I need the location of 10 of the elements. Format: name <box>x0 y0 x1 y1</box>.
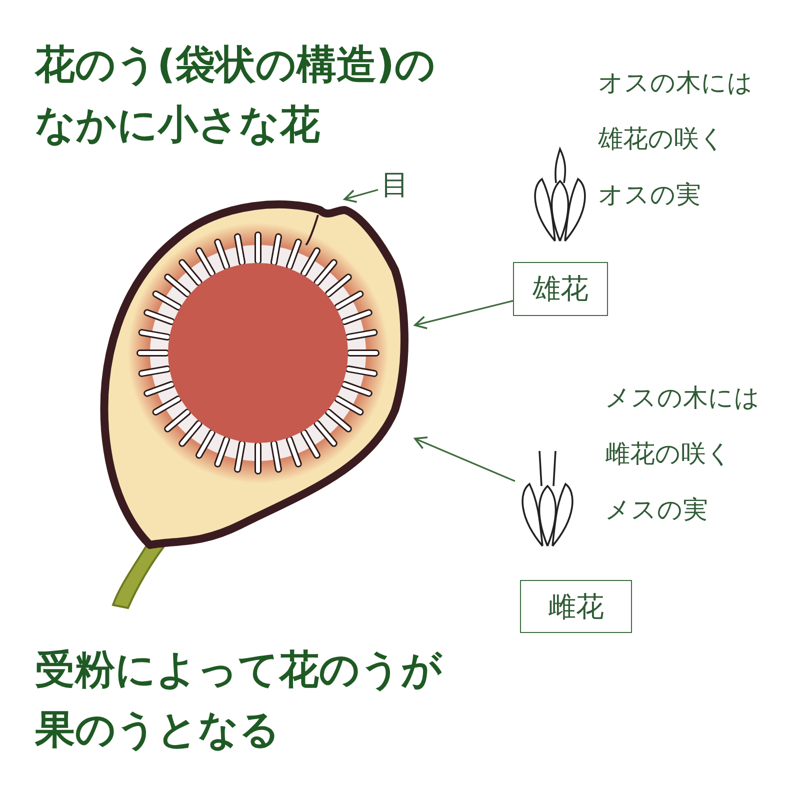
flower-label-box: 雌花 <box>520 580 632 633</box>
arrow <box>414 300 514 330</box>
part-label: 目 <box>378 165 412 205</box>
caption: 受粉によって花のうが果のうとなる <box>35 646 444 755</box>
flower-label-box: 雄花 <box>513 262 608 316</box>
note-text: メスの木には雌花の咲くメスの実 <box>605 382 761 526</box>
note-text: オスの木には雄花の咲くオスの実 <box>598 67 754 211</box>
arrow <box>344 189 378 203</box>
arrow <box>414 436 516 482</box>
title: 花のう(袋状の構造)のなかに小さな花 <box>35 41 437 150</box>
